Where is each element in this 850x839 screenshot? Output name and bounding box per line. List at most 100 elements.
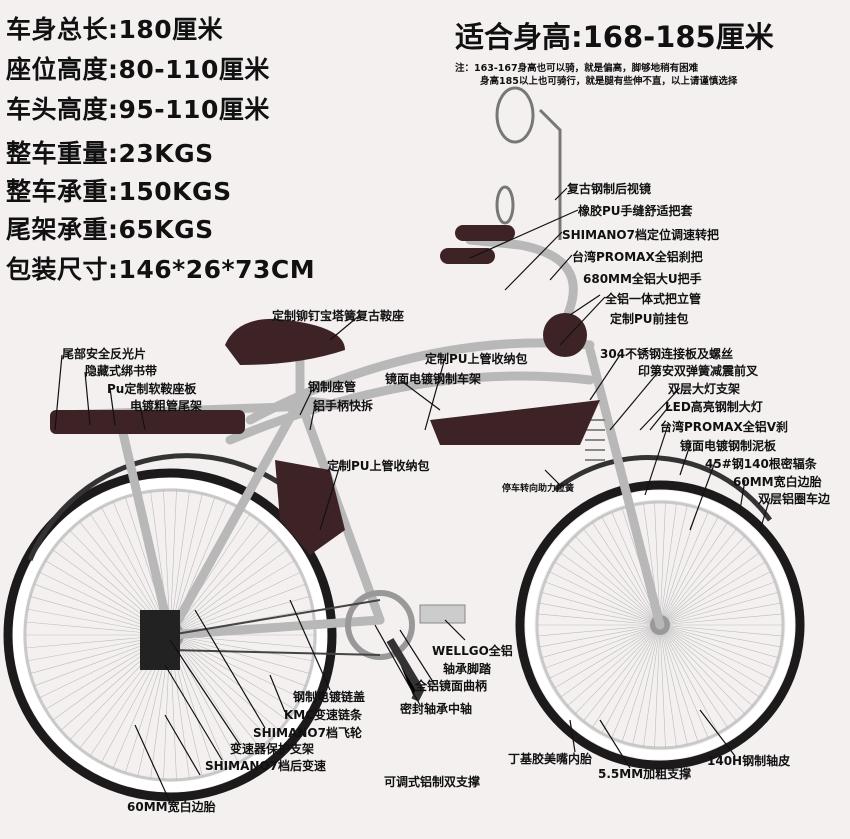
spoke xyxy=(554,624,661,689)
callout-fork: 印第安双弹簧减震前叉 xyxy=(638,364,759,378)
spec-load: 整车承重:150KGS xyxy=(6,177,232,206)
callout-crank: 全铝镜面曲柄 xyxy=(415,679,488,693)
spoke xyxy=(659,535,746,626)
spoke xyxy=(169,634,306,687)
spoke xyxy=(659,624,779,659)
spoke xyxy=(659,502,666,626)
spoke xyxy=(659,613,783,626)
spoke xyxy=(659,624,776,669)
spoke xyxy=(538,624,661,648)
callout-quick-release: 铝手柄快拆 xyxy=(313,399,374,413)
callout-chain-guard: 钢制电镀链盖 xyxy=(293,690,366,704)
spoke xyxy=(659,624,709,739)
spoke xyxy=(560,624,661,698)
spoke xyxy=(544,624,661,669)
spoke xyxy=(567,543,661,626)
spoke xyxy=(169,583,306,636)
callout-rim: 双层铝圈车边 xyxy=(758,492,831,506)
spoke xyxy=(659,561,766,626)
spec-weight: 整车重量:23KGS xyxy=(6,139,214,168)
callout-spokes: 45#钢140根密辐条 xyxy=(705,457,817,471)
callout-strap: 隐藏式绑书带 xyxy=(85,364,158,378)
spoke xyxy=(659,624,699,743)
callout-rear-rack: 电镀粗管尾架 xyxy=(130,399,203,413)
spoke xyxy=(659,624,753,707)
callout-saddle: 定制铆钉宝塔簧复古鞍座 xyxy=(272,309,405,323)
spoke xyxy=(659,522,729,626)
spoke xyxy=(169,634,239,763)
spoke xyxy=(659,624,719,734)
spoke xyxy=(169,634,261,749)
fit-height: 适合身高:168-185厘米 xyxy=(455,20,774,54)
spoke xyxy=(659,543,753,626)
callout-freewheel: SHIMANO7档飞轮 xyxy=(253,726,362,740)
callout-rear-tire: 60MM宽白边胎 xyxy=(127,800,216,814)
spoke xyxy=(659,516,719,626)
spoke xyxy=(659,624,771,679)
spoke xyxy=(560,552,661,626)
callout-steering-spring: 停车转向助力拉簧 xyxy=(502,484,575,494)
callout-brake-lever: 台湾PROMAX全铝刹把 xyxy=(572,250,703,264)
spoke xyxy=(169,634,313,662)
callout-bottom-bracket: 密封轴承中轴 xyxy=(400,702,473,716)
spoke xyxy=(537,613,661,626)
spoke xyxy=(659,511,709,626)
spoke xyxy=(169,634,310,674)
mirror xyxy=(495,86,562,240)
drivetrain xyxy=(140,590,466,702)
spoke xyxy=(169,529,271,636)
spoke xyxy=(554,561,661,626)
callout-rack-pad: Pu定制软鞍座板 xyxy=(107,382,197,396)
spec-length: 车身总长:180厘米 xyxy=(6,15,224,44)
callout-support: 5.5MM加粗支撑 xyxy=(598,767,692,781)
spoke xyxy=(591,522,661,626)
spoke xyxy=(541,591,661,626)
spoke xyxy=(659,503,677,626)
spoke xyxy=(659,624,729,728)
spoke xyxy=(659,581,776,626)
spoke xyxy=(659,624,783,637)
spoke xyxy=(538,602,661,626)
spoke xyxy=(621,624,661,743)
spoke xyxy=(169,549,288,636)
spoke xyxy=(601,516,661,626)
spoke xyxy=(549,624,661,679)
callout-steel-plate: 304不锈钢连接板及螺丝 xyxy=(600,347,734,361)
spoke xyxy=(659,505,688,626)
callout-pedal-1: WELLGO全铝 xyxy=(432,644,513,658)
callout-v-brake: 台湾PROMAX全铝V刹 xyxy=(660,420,789,434)
spoke xyxy=(659,591,779,626)
spoke xyxy=(169,560,295,636)
callout-stem: 全铝一体式把立管 xyxy=(605,292,702,306)
callout-front-bag: 定制PU前挂包 xyxy=(610,312,689,326)
spoke xyxy=(659,571,771,626)
spoke xyxy=(659,528,737,626)
spoke xyxy=(659,624,737,722)
spoke xyxy=(544,581,661,626)
spoke xyxy=(169,634,271,741)
callout-chain: KMC变速链条 xyxy=(284,708,363,722)
spoke xyxy=(169,634,288,721)
callout-frame: 镜面电镀钢制车架 xyxy=(385,372,482,386)
spoke xyxy=(611,624,661,739)
spoke xyxy=(549,571,661,626)
spoke xyxy=(169,634,251,757)
spoke xyxy=(659,602,782,626)
callout-down-bag: 定制PU上管收纳包 xyxy=(327,459,430,473)
note-line-1: 注：163-167身高也可以骑，就是偏高，脚够地稍有困难 xyxy=(455,63,699,74)
callout-kickstand: 可调式铝制双支撑 xyxy=(384,775,481,789)
spoke xyxy=(659,624,677,747)
spoke xyxy=(537,624,661,637)
spoke xyxy=(169,634,301,699)
spoke xyxy=(574,624,661,715)
callout-fender: 镜面电镀钢制泥板 xyxy=(680,439,777,453)
callout-derailleur: SHIMANO7档后变速 xyxy=(205,759,326,773)
callout-top-bag: 定制PU上管收纳包 xyxy=(425,352,528,366)
callout-headlight: LED高亮钢制大灯 xyxy=(665,400,763,414)
spoke xyxy=(169,571,301,636)
spoke xyxy=(583,624,661,722)
spoke xyxy=(659,507,699,626)
spoke xyxy=(169,596,310,636)
callout-mirror: 复古钢制后视镜 xyxy=(567,182,652,196)
